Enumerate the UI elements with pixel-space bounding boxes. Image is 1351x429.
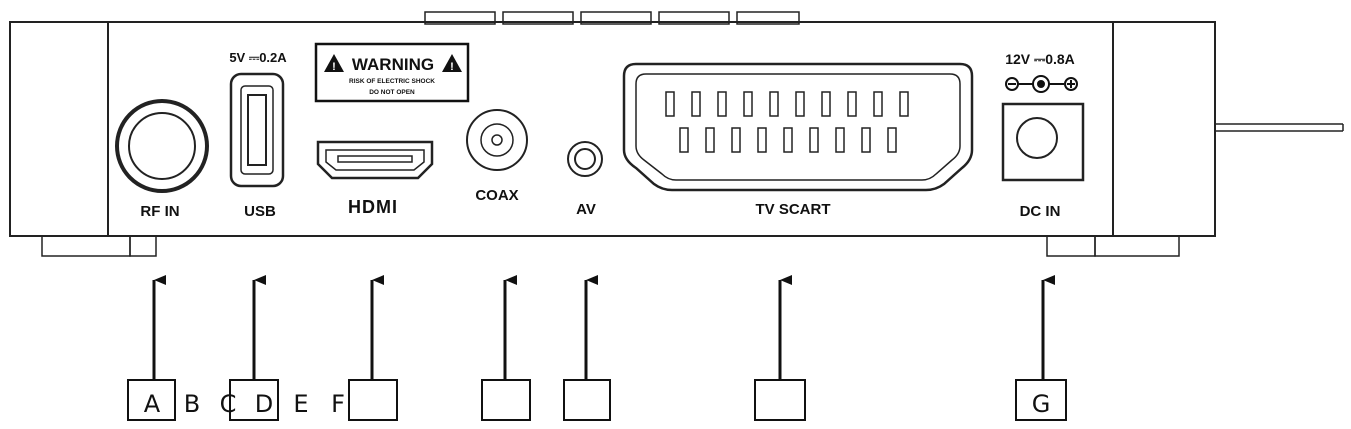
av-label: AV [576, 201, 596, 218]
svg-text:!: ! [450, 61, 454, 73]
usb-label: USB [244, 203, 276, 220]
warning-line-1: RISK OF ELECTRIC SHOCK [349, 78, 435, 85]
warning-triangle-left-icon [324, 54, 344, 72]
callout-letter-g: G [1032, 390, 1051, 418]
device-feet [41, 235, 1180, 257]
dc-rating-label: 12V ⎓0.8A [1005, 51, 1075, 67]
power-cable [1215, 123, 1344, 132]
dc-in-label: DC IN [1020, 203, 1061, 220]
device-body [9, 21, 1216, 237]
tv-scart-label: TV SCART [756, 201, 831, 218]
callout-box-scart [754, 379, 806, 421]
callout-letter-b: B [184, 390, 200, 418]
callout-box-dc-in [1015, 379, 1067, 421]
av-connector [567, 141, 603, 177]
coax-connector [466, 109, 528, 171]
usb-connector [229, 72, 285, 188]
hdmi-logo-label: HDMI [348, 197, 398, 217]
callout-box-hdmi [348, 379, 398, 421]
callout-letter-c: C [220, 390, 237, 418]
top-tabs [424, 11, 800, 25]
callout-letter-a: A [144, 390, 161, 418]
hdmi-connector [316, 140, 434, 180]
callout-arrows [152, 275, 1055, 380]
callout-letter-f: F [331, 390, 345, 418]
warning-sticker: ! ! [314, 42, 470, 103]
svg-text:!: ! [332, 61, 336, 73]
polarity-icon [1005, 75, 1078, 93]
scart-connector [622, 62, 974, 192]
callout-box-usb [229, 379, 279, 421]
rf-in-label: RF IN [140, 203, 179, 220]
callout-letter-d: D [255, 390, 273, 418]
rf-in-connector [115, 99, 209, 193]
usb-rating-label: 5V ⎓0.2A [229, 50, 287, 65]
warning-title: WARNING [352, 55, 434, 74]
callout-boxes [127, 379, 1067, 421]
callout-letter-e: E [293, 390, 308, 418]
warning-triangle-right-icon [442, 54, 462, 72]
warning-line-2: DO NOT OPEN [369, 89, 415, 96]
callout-box-av [563, 379, 611, 421]
callout-box-rf-in [127, 379, 176, 421]
coax-label: COAX [475, 187, 518, 204]
dc-in-connector [1001, 102, 1085, 182]
callout-box-coax [481, 379, 531, 421]
